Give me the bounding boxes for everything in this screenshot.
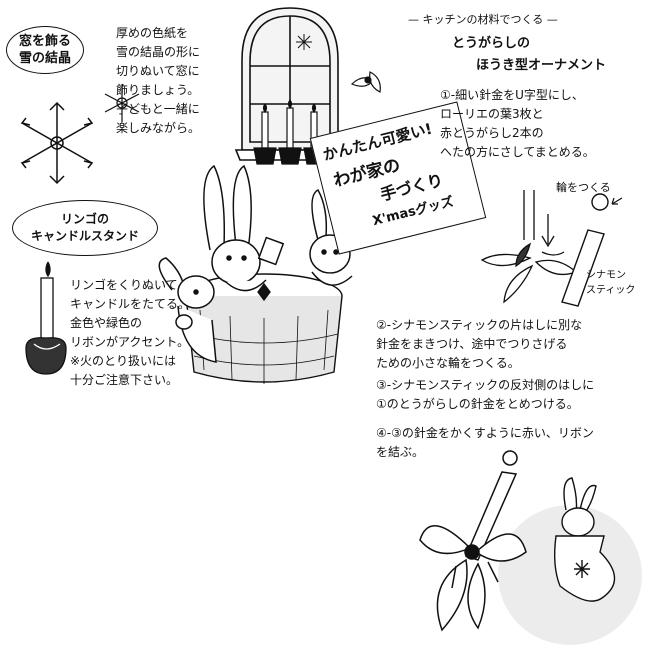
ornament-step-1: ①-細い針金をU字型にし、 ローリエの葉3枚と 赤とうがらし2本の へたの方にさ… — [440, 88, 595, 159]
window-snowflake-icon — [296, 34, 312, 50]
apple-title-oval: リンゴの キャンドルスタンド — [12, 200, 158, 256]
apple-title: リンゴの キャンドルスタンド — [30, 212, 139, 243]
ornament-step-3: ③-シナモンスティックの反対側のはしに ①のとうがらしの針金をとめつける。 — [376, 378, 595, 411]
snowflake-small-icon — [104, 84, 140, 122]
cinnamon-stick-icon — [561, 193, 609, 307]
apple-body: リンゴをくりぬいて キャンドルをたてる。 金色や緑色の リボンがアクセント。 ※… — [70, 278, 191, 387]
ornament-header-2: とうがらしの — [452, 36, 531, 51]
ornament-header-1-text: キッチンの材料でつくる — [422, 13, 544, 26]
ornament-header-1: — キッチンの材料でつくる — — [408, 13, 558, 26]
arrow-down-icon — [541, 214, 555, 248]
snow-title: 窓を飾る 雪の結晶 — [18, 34, 71, 66]
rabbit-left-icon — [203, 164, 285, 292]
finished-ornament-icon — [419, 450, 527, 632]
ornament-step-2: ②-シナモンスティックの片はしに別な 針金をまきつけ、途中でつりさげる ための小… — [376, 318, 583, 370]
rabbit-small-icon — [158, 257, 217, 363]
ornament-header-3: ほうき型オーナメント — [476, 58, 607, 73]
snowflake-large-icon — [20, 101, 94, 185]
cinnamon-label: シナモン スティック — [586, 270, 636, 296]
ornament-step-4: ④-③の針金をかくすように赤い、リボン を結ぶ。 — [376, 426, 594, 459]
ring-arrow-icon — [611, 197, 623, 205]
gift-table-icon — [185, 273, 343, 384]
apple-candle-icon — [25, 261, 67, 375]
holly-icon — [350, 71, 381, 93]
ring-label: 輪をつくる — [556, 181, 611, 194]
bay-leaf-bundle-icon — [480, 190, 578, 304]
stocking-rabbit-icon — [553, 477, 616, 602]
snow-body: 厚めの色紙を 雪の結晶の形に 切りぬいて窓に 飾りましょう。 子どもと一緒に 楽… — [116, 26, 201, 135]
snow-title-oval: 窓を飾る 雪の結晶 — [6, 26, 84, 74]
